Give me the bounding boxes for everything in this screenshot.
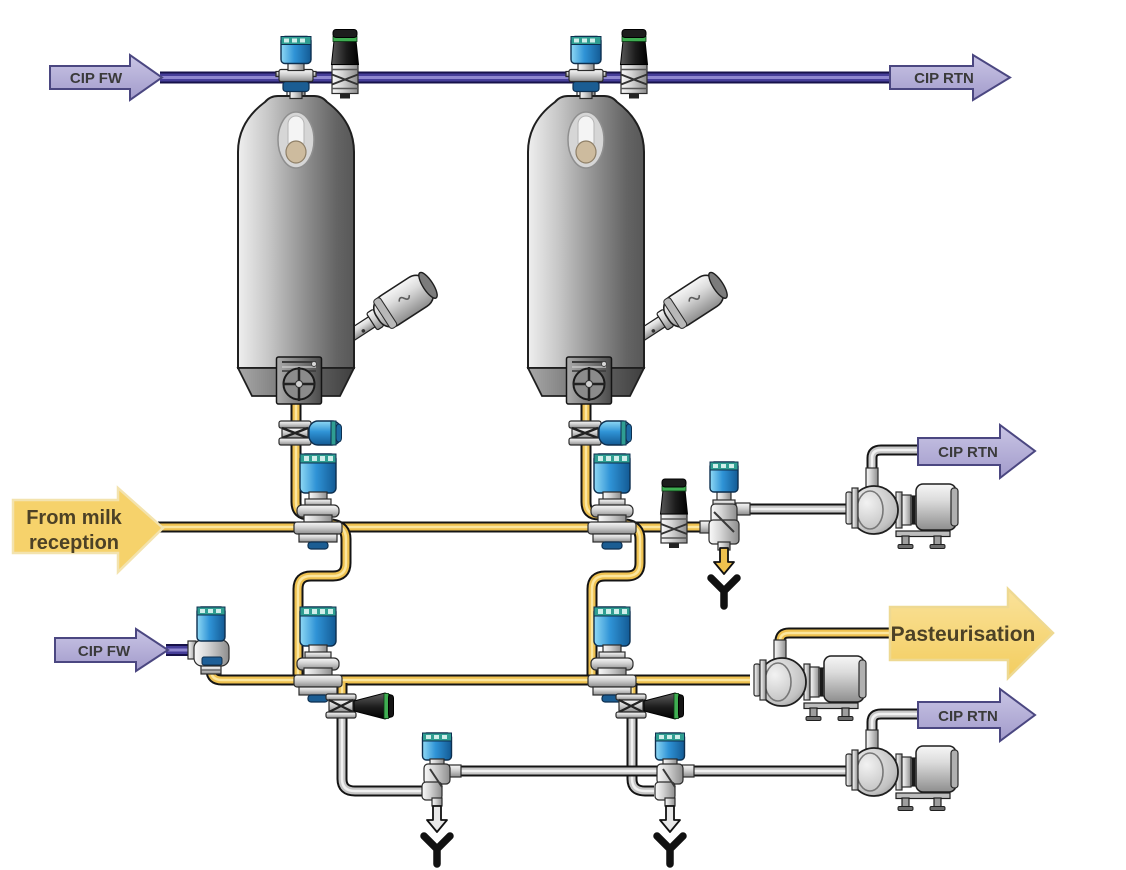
cip-drain-outlet-1-icon	[424, 805, 450, 864]
cip-return-pump-2	[845, 729, 959, 812]
tank2-inlet-mixproof-valve	[587, 453, 637, 550]
cip-drain-outlet-2-icon	[657, 805, 683, 864]
cip-fw-top-arrow: CIP FW	[49, 53, 164, 102]
tank1-top-sampling-valve-icon	[330, 28, 360, 100]
cip-fw-elbow-valve	[187, 606, 230, 675]
cip-return-pump-1	[845, 467, 959, 550]
tank2-top-sampling-valve-icon	[619, 28, 649, 100]
milk-line-drain-valve	[699, 461, 751, 551]
tank2-cip-butterfly-valve	[614, 691, 685, 721]
pump1-discharge-pipe	[872, 450, 918, 478]
cip-rtn-mid-label: CIP RTN	[938, 444, 998, 461]
cip-drain-valve-1	[421, 732, 462, 807]
milk-line-sampling-valve-icon	[659, 478, 689, 549]
tank2-cip-drop-pipe	[632, 717, 654, 791]
milk-silo-tank-1	[236, 83, 443, 406]
pasteurisation-label: Pasteurisation	[891, 623, 1036, 646]
cip-fw-lower-arrow: CIP FW	[54, 627, 170, 673]
milk-silo-tank-2	[526, 83, 733, 406]
tank2-outlet-butterfly-valve	[567, 419, 633, 447]
milk-transfer-pump	[753, 639, 867, 722]
milk-line-drain-outlet-icon	[711, 547, 737, 606]
pasteurisation-arrow: Pasteurisation	[888, 586, 1055, 682]
tank1-cip-inlet-valve	[275, 35, 317, 100]
tank2-cip-inlet-valve	[565, 35, 607, 100]
cip-fw-lower-label: CIP FW	[78, 643, 131, 660]
milk-line-outfeed	[211, 668, 750, 680]
pump2-discharge-pipe	[780, 633, 892, 650]
pump3-discharge-pipe	[872, 714, 918, 740]
tank1-outlet-butterfly-valve	[277, 419, 343, 447]
cip-rtn-top-label: CIP RTN	[914, 70, 974, 87]
from-milk-reception-arrow: From milk reception	[11, 485, 165, 575]
tank1-cip-drop-pipe	[342, 717, 424, 791]
cip-rtn-bottom-label: CIP RTN	[938, 708, 998, 725]
cip-rtn-bottom-arrow: CIP RTN	[917, 687, 1037, 743]
cip-fw-top-label: CIP FW	[70, 70, 123, 87]
cip-rtn-top-arrow: CIP RTN	[889, 53, 1012, 102]
from-milk-label-line2: reception	[29, 532, 119, 554]
cip-rtn-mid-arrow: CIP RTN	[917, 423, 1037, 481]
cip-drain-valve-2	[654, 732, 695, 807]
tank1-cip-butterfly-valve	[324, 691, 395, 721]
from-milk-label-line1: From milk	[26, 507, 122, 529]
